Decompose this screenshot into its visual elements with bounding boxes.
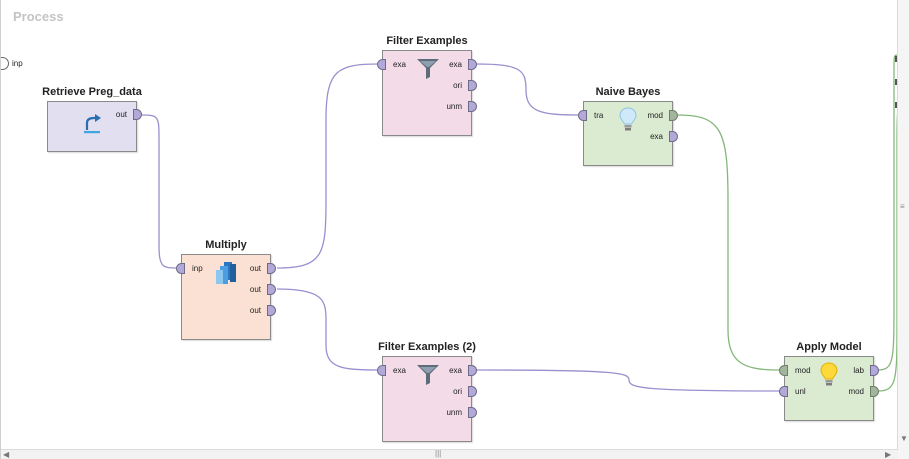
retrieve-arrow-icon: [84, 114, 101, 134]
port-in[interactable]: [176, 263, 185, 274]
port-label: unl: [795, 387, 806, 396]
process-output-port[interactable]: [895, 79, 898, 85]
lightbulb-icon: [619, 107, 637, 131]
wire-naivebayes-applymodel: [677, 114, 781, 371]
wire-applymodel-out-lab: [877, 54, 899, 371]
port-label: mod: [795, 366, 811, 375]
port-label: tra: [594, 111, 604, 120]
port-label: exa: [393, 60, 406, 69]
port-in[interactable]: [779, 365, 788, 376]
port-label: unm: [446, 102, 462, 111]
port-in[interactable]: [779, 386, 788, 397]
horizontal-scrollbar[interactable]: ◀ ||| ▶: [1, 449, 898, 459]
lightbulb-icon: [820, 362, 838, 386]
port-out[interactable]: [468, 80, 477, 91]
port-label: inp: [192, 264, 203, 273]
wire-multiply-filter2: [276, 288, 380, 371]
scroll-left-arrow-icon[interactable]: ◀: [3, 450, 10, 459]
port-label: out: [249, 285, 261, 294]
port-out[interactable]: [468, 407, 477, 418]
operator-title: Apply Model: [796, 341, 862, 353]
multiply-icon: [216, 262, 236, 284]
operator-title: Filter Examples (2): [378, 341, 476, 353]
process-output-port[interactable]: [895, 56, 898, 62]
scroll-grip-icon: |||: [435, 449, 442, 458]
port-label: ori: [453, 387, 462, 396]
port-out[interactable]: [267, 305, 276, 316]
port-out[interactable]: [669, 131, 678, 142]
port-out[interactable]: [267, 284, 276, 295]
port-out[interactable]: [468, 59, 477, 70]
operator-title: Multiply: [205, 239, 247, 251]
port-label: out: [249, 306, 261, 315]
port-label: exa: [393, 366, 406, 375]
process-input-label: inp: [12, 59, 23, 68]
operator-naive-bayes[interactable]: Naive Bayes tra mod exa: [578, 86, 678, 166]
wire-retrieve-multiply: [141, 114, 179, 269]
port-label: ori: [453, 81, 462, 90]
port-out[interactable]: [870, 386, 879, 397]
funnel-icon: [417, 365, 439, 385]
operator-title: Filter Examples: [386, 35, 468, 47]
port-label: exa: [650, 132, 663, 141]
operator-apply-model[interactable]: Apply Model mod unl lab mod: [779, 341, 879, 421]
port-label: exa: [449, 366, 462, 375]
port-label: mod: [647, 111, 663, 120]
panel-title: Process: [13, 9, 64, 24]
port-in[interactable]: [578, 110, 587, 121]
scroll-right-arrow-icon[interactable]: ▶: [885, 450, 892, 459]
process-output-port[interactable]: [895, 102, 898, 108]
port-out[interactable]: [468, 365, 477, 376]
operator-body: [47, 101, 137, 152]
operator-title: Retrieve Preg_data: [42, 86, 142, 98]
funnel-icon: [417, 59, 439, 79]
port-label: out: [115, 110, 127, 119]
operator-multiply[interactable]: Multiply inp out out out: [176, 239, 276, 340]
port-out[interactable]: [870, 365, 879, 376]
vertical-scrollbar[interactable]: ≡ ▼: [897, 0, 909, 459]
port-out[interactable]: [267, 263, 276, 274]
port-label: out: [249, 264, 261, 273]
wire-filter1-naivebayes: [475, 63, 580, 116]
scroll-grip-icon: ≡: [900, 202, 905, 211]
scroll-down-arrow-icon[interactable]: ▼: [900, 434, 908, 443]
port-out[interactable]: [133, 109, 142, 120]
port-label: mod: [848, 387, 864, 396]
wire-filter2-applymodel: [475, 369, 781, 392]
operator-filter-examples[interactable]: Filter Examples exa exa ori unm: [377, 35, 477, 136]
process-input-port[interactable]: [1, 57, 9, 70]
port-out[interactable]: [468, 101, 477, 112]
wire-multiply-filter1: [276, 63, 380, 269]
operator-filter-examples-2[interactable]: Filter Examples (2) exa exa ori unm: [377, 341, 477, 442]
port-label: exa: [449, 60, 462, 69]
port-out[interactable]: [669, 110, 678, 121]
port-out[interactable]: [468, 386, 477, 397]
operator-retrieve[interactable]: Retrieve Preg_data out: [42, 86, 142, 152]
port-label: unm: [446, 408, 462, 417]
port-label: lab: [853, 366, 864, 375]
port-in[interactable]: [377, 59, 386, 70]
operator-title: Naive Bayes: [595, 86, 661, 98]
port-in[interactable]: [377, 365, 386, 376]
